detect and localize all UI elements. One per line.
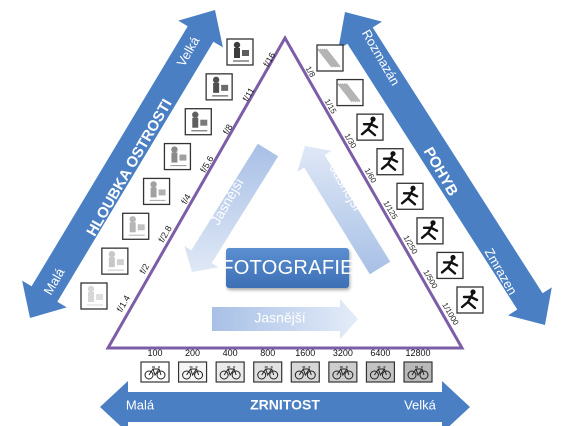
blurred-person-icon <box>191 111 208 132</box>
iso-tile: 400 <box>215 348 245 383</box>
iso-label: 6400 <box>370 348 390 358</box>
bicycle-icon <box>182 366 204 380</box>
clearer-arrow-left <box>184 143 279 272</box>
exposure-triangle <box>105 34 465 350</box>
iso-label: 1600 <box>295 348 315 358</box>
iso-icon-row: 100 200 400 800 1600 3200 6400 12800 <box>140 348 433 383</box>
aperture-label: f/11 <box>241 86 257 103</box>
aperture-tile: f/11 <box>205 73 257 103</box>
bicycle-icon <box>407 366 429 380</box>
aperture-tile: f/2 <box>101 247 152 276</box>
aperture-label: f/2 <box>138 262 152 276</box>
aperture-label: f/4 <box>179 192 193 206</box>
blurred-person-icon <box>107 250 124 271</box>
aperture-tile: f/4 <box>142 177 193 206</box>
iso-tile: 800 <box>253 348 283 383</box>
bicycle-icon <box>369 366 391 380</box>
iso-label: 800 <box>260 348 275 358</box>
blurred-person-icon <box>128 216 145 236</box>
runner-icon <box>460 289 479 310</box>
blurred-person-icon <box>212 76 229 97</box>
iso-label: 3200 <box>333 348 353 358</box>
aperture-tile: f/16 <box>226 38 278 69</box>
aperture-label: f/2.8 <box>156 224 173 244</box>
aperture-tile: f/5.6 <box>163 142 216 174</box>
runner-icon <box>360 116 379 137</box>
bicycle-icon <box>257 366 279 380</box>
iso-tile: 100 <box>140 348 170 383</box>
aperture-label: f/8 <box>221 123 235 137</box>
shutter-tile: 1/8 <box>304 44 344 79</box>
bicycle-icon <box>332 366 354 380</box>
iso-label: 400 <box>223 348 238 358</box>
shutter-tile: 1/30 <box>343 113 384 150</box>
aperture-tile: f/1.4 <box>80 282 132 314</box>
aperture-tile: f/8 <box>184 108 235 137</box>
shutter-tile: 1/15 <box>323 78 364 116</box>
clearer-arrow-bottom <box>212 299 358 339</box>
iso-label: 12800 <box>405 348 430 358</box>
clearer-arrow-right <box>297 146 391 275</box>
grain-title: ZRNITOST <box>250 397 320 413</box>
runner-icon <box>440 254 459 275</box>
bicycle-icon <box>144 366 166 380</box>
iso-tile: 6400 <box>365 348 396 383</box>
motion-arrow <box>338 12 552 325</box>
iso-label: 200 <box>185 348 200 358</box>
depth-of-field-arrow <box>22 10 223 318</box>
iso-tile: 1600 <box>290 348 320 383</box>
runner-icon <box>337 83 361 103</box>
bicycle-icon <box>219 366 241 380</box>
runner-icon <box>420 220 439 241</box>
iso-label: 100 <box>147 348 162 358</box>
blurred-person-icon <box>233 41 249 62</box>
aperture-tile: f/2.8 <box>122 212 174 244</box>
iso-tile: 200 <box>177 348 208 383</box>
shutter-tile: 1/60 <box>363 148 404 185</box>
clearer-label-bottom: Jasnější <box>254 310 305 326</box>
shutter-tile: 1/250 <box>401 217 444 256</box>
grain-high: Velká <box>404 397 437 412</box>
aperture-icon-row: f/1.4 f/2 f/2.8 f/4 f/5.6 f/8 f/11 f/16 <box>80 38 278 314</box>
runner-icon <box>317 48 341 68</box>
blurred-person-icon <box>149 181 166 202</box>
blurred-person-icon <box>87 285 103 306</box>
center-title: FOTOGRAFIE <box>221 248 354 288</box>
runner-icon <box>400 185 419 206</box>
iso-tile: 3200 <box>328 348 358 383</box>
grain-arrow <box>100 381 470 426</box>
grain-low: Malá <box>126 397 155 412</box>
shutter-tile: 1/125 <box>381 182 424 221</box>
iso-tile: 12800 <box>403 348 433 383</box>
runner-icon <box>380 151 399 171</box>
bicycle-icon <box>294 366 316 380</box>
blurred-person-icon <box>170 146 187 167</box>
